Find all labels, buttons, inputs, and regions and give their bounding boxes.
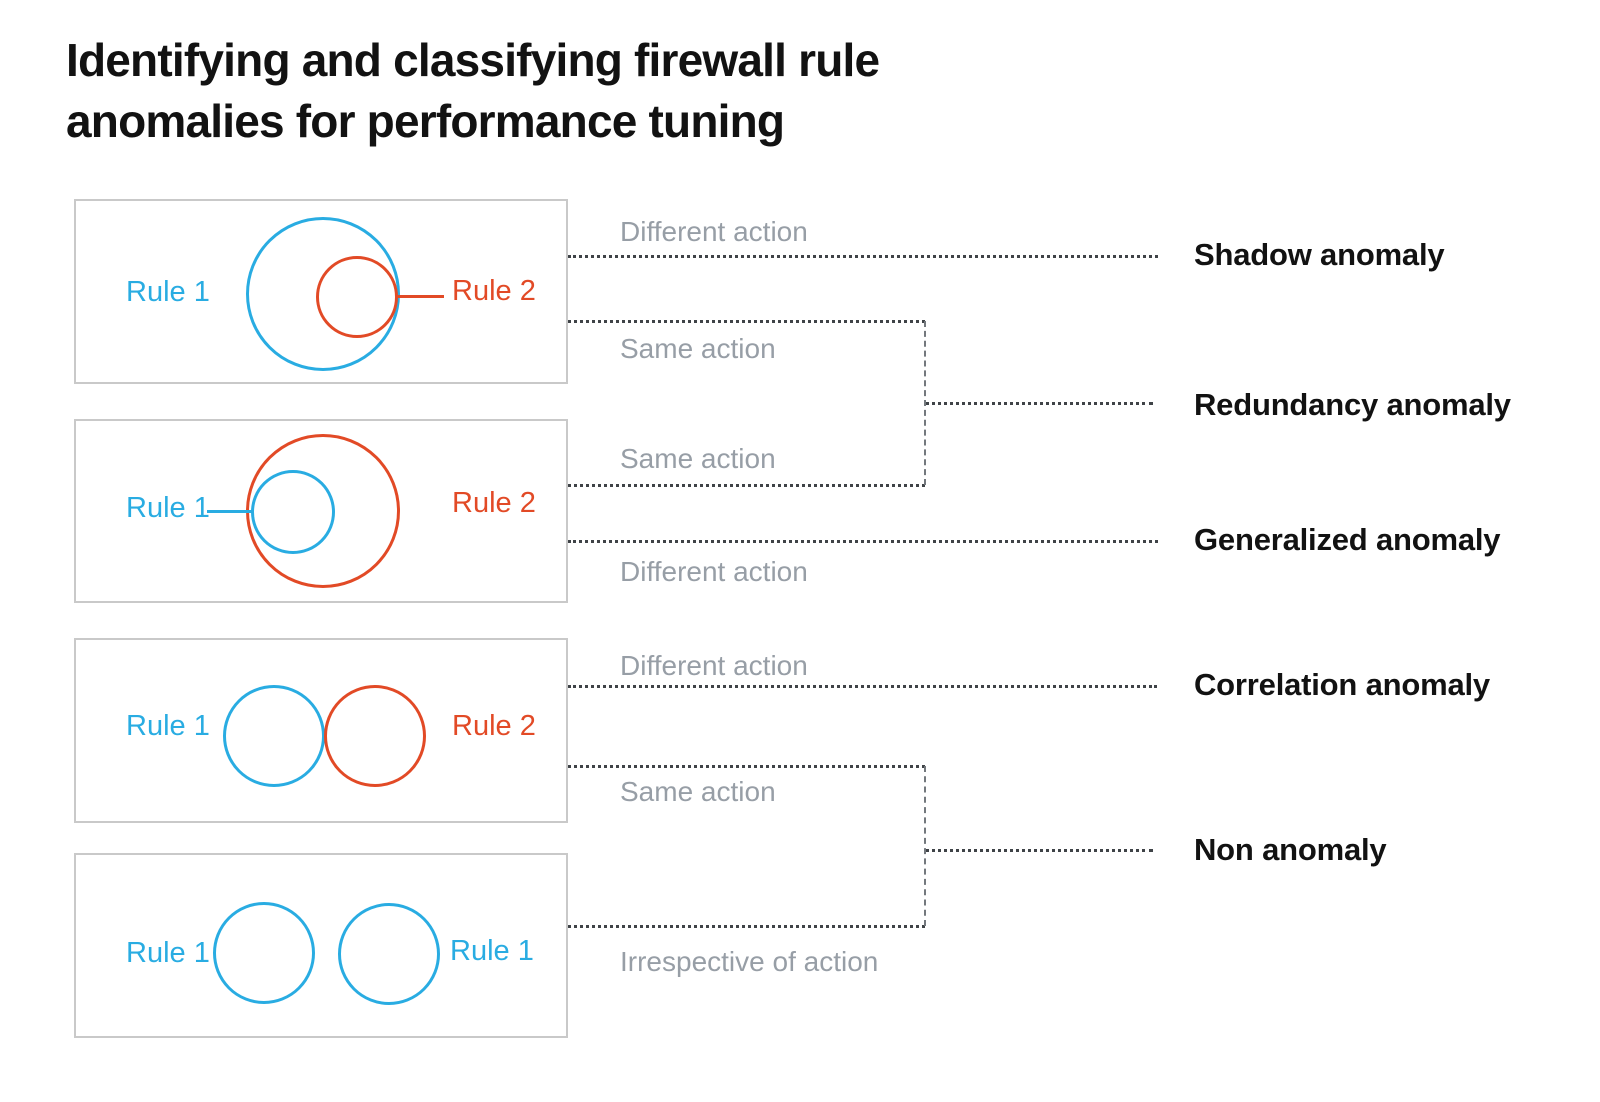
dotted-line-redundancy-bottom <box>568 484 925 487</box>
anomaly-label-shadow: Shadow anomaly <box>1194 237 1445 272</box>
action-label-different-correlation: Different action <box>620 650 808 681</box>
action-label-different-generalized: Different action <box>620 556 808 587</box>
rule1-label: Rule 1 <box>126 492 210 524</box>
anomaly-label-generalized: Generalized anomaly <box>1194 522 1501 557</box>
anomaly-label-non: Non anomaly <box>1194 832 1387 867</box>
rule1-label: Rule 1 <box>126 710 210 742</box>
rule2-leader-line <box>398 295 444 298</box>
rule2-circle <box>316 256 398 338</box>
dotted-line-redundancy-mid <box>925 402 1153 405</box>
page-title: Identifying and classifying firewall rul… <box>66 30 880 152</box>
venn-panel-generalized: Rule 1 Rule 2 <box>74 419 568 603</box>
rule2-label: Rule 2 <box>452 487 536 519</box>
action-label-different-shadow: Different action <box>620 216 808 247</box>
dotted-line-correlation <box>568 685 1157 688</box>
dotted-line-non-mid <box>925 849 1153 852</box>
venn-panel-shadow: Rule 1 Rule 2 <box>74 199 568 384</box>
dotted-line-non-bottom <box>568 925 925 928</box>
rule2-label: Rule 2 <box>452 275 536 307</box>
rule1-label-left: Rule 1 <box>126 937 210 969</box>
dotted-line-non-top <box>568 765 925 768</box>
rule1-circle <box>251 470 335 554</box>
dashed-vertical-non <box>924 766 926 926</box>
venn-panel-non-anomaly: Rule 1 Rule 1 <box>74 853 568 1038</box>
rule1-circle-right <box>338 903 440 1005</box>
action-label-same-non: Same action <box>620 776 776 807</box>
rule2-label: Rule 2 <box>452 710 536 742</box>
dotted-line-redundancy-top <box>568 320 925 323</box>
rule1-circle <box>246 217 400 371</box>
action-label-same-redundancy-bottom: Same action <box>620 443 776 474</box>
venn-panel-correlation: Rule 1 Rule 2 <box>74 638 568 823</box>
rule1-circle <box>223 685 325 787</box>
anomaly-label-correlation: Correlation anomaly <box>1194 667 1490 702</box>
rule1-circle-left <box>213 902 315 1004</box>
anomaly-label-redundancy: Redundancy anomaly <box>1194 387 1511 422</box>
dotted-line-generalized <box>568 540 1158 543</box>
page-title-line1: Identifying and classifying firewall rul… <box>66 34 880 86</box>
action-label-irrespective: Irrespective of action <box>620 946 879 977</box>
action-label-same-redundancy-top: Same action <box>620 333 776 364</box>
page-title-line2: anomalies for performance tuning <box>66 95 785 147</box>
rule1-leader-line <box>207 510 253 513</box>
dotted-line-shadow <box>568 255 1158 258</box>
rule1-label-right: Rule 1 <box>450 935 534 967</box>
rule1-label: Rule 1 <box>126 276 210 308</box>
rule2-circle <box>324 685 426 787</box>
dashed-vertical-redundancy <box>924 321 926 485</box>
